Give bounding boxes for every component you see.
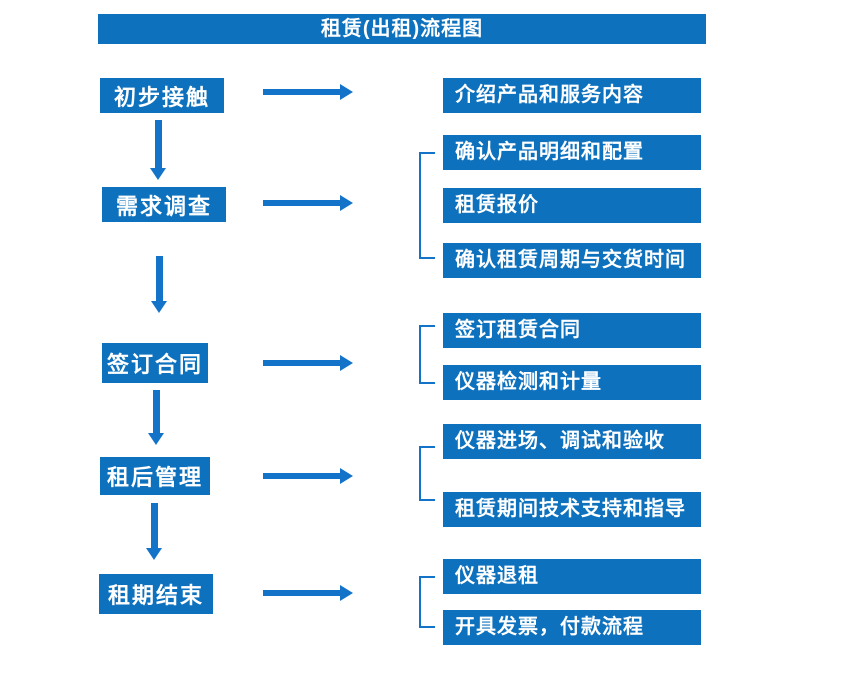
arrow-shaft [263,200,341,206]
step-sign-contract: 签订合同 [102,343,208,383]
output-rental-quote: 租赁报价 [443,188,701,223]
output-intro-products: 介绍产品和服务内容 [443,78,701,113]
output-tech-support: 租赁期间技术支持和指导 [443,492,701,527]
arrow-head [148,433,164,445]
arrow-head [146,548,162,560]
arrow-head [340,355,353,371]
step-rental-end: 租期结束 [99,574,213,614]
group-bracket [419,446,435,501]
arrow-head [340,195,353,211]
output-instrument-return: 仪器退租 [443,559,701,594]
arrow-head [340,468,353,484]
group-bracket [419,152,435,259]
output-sign-rental-contract: 签订租赁合同 [443,313,701,348]
arrow-shaft [156,256,163,302]
right-arrow [263,84,353,101]
arrow-shaft [155,120,162,169]
arrow-shaft [263,473,341,479]
right-arrow [263,355,353,372]
arrow-shaft [153,390,160,434]
group-bracket [419,576,435,628]
arrow-head [340,84,353,100]
arrow-head [150,168,166,180]
down-arrow [148,390,165,445]
down-arrow [151,256,168,313]
output-invoice-payment: 开具发票，付款流程 [443,610,701,645]
right-arrow [263,195,353,212]
arrow-head [151,301,167,313]
step-demand-survey: 需求调查 [102,187,226,222]
right-arrow [263,468,353,485]
arrow-head [340,585,353,601]
flowchart-title: 租赁(出租)流程图 [98,14,706,44]
step-post-rental-management: 租后管理 [100,457,210,495]
step-initial-contact: 初步接触 [100,78,224,113]
down-arrow [150,120,167,180]
arrow-shaft [263,590,341,596]
output-instrument-testing: 仪器检测和计量 [443,365,701,400]
arrow-shaft [263,89,341,95]
arrow-shaft [263,360,341,366]
arrow-shaft [151,503,158,549]
output-confirm-details: 确认产品明细和配置 [443,135,701,170]
output-confirm-period: 确认租赁周期与交货时间 [443,243,701,278]
right-arrow [263,585,353,602]
group-bracket [419,325,435,384]
down-arrow [146,503,163,560]
output-instrument-setup: 仪器进场、调试和验收 [443,424,701,459]
